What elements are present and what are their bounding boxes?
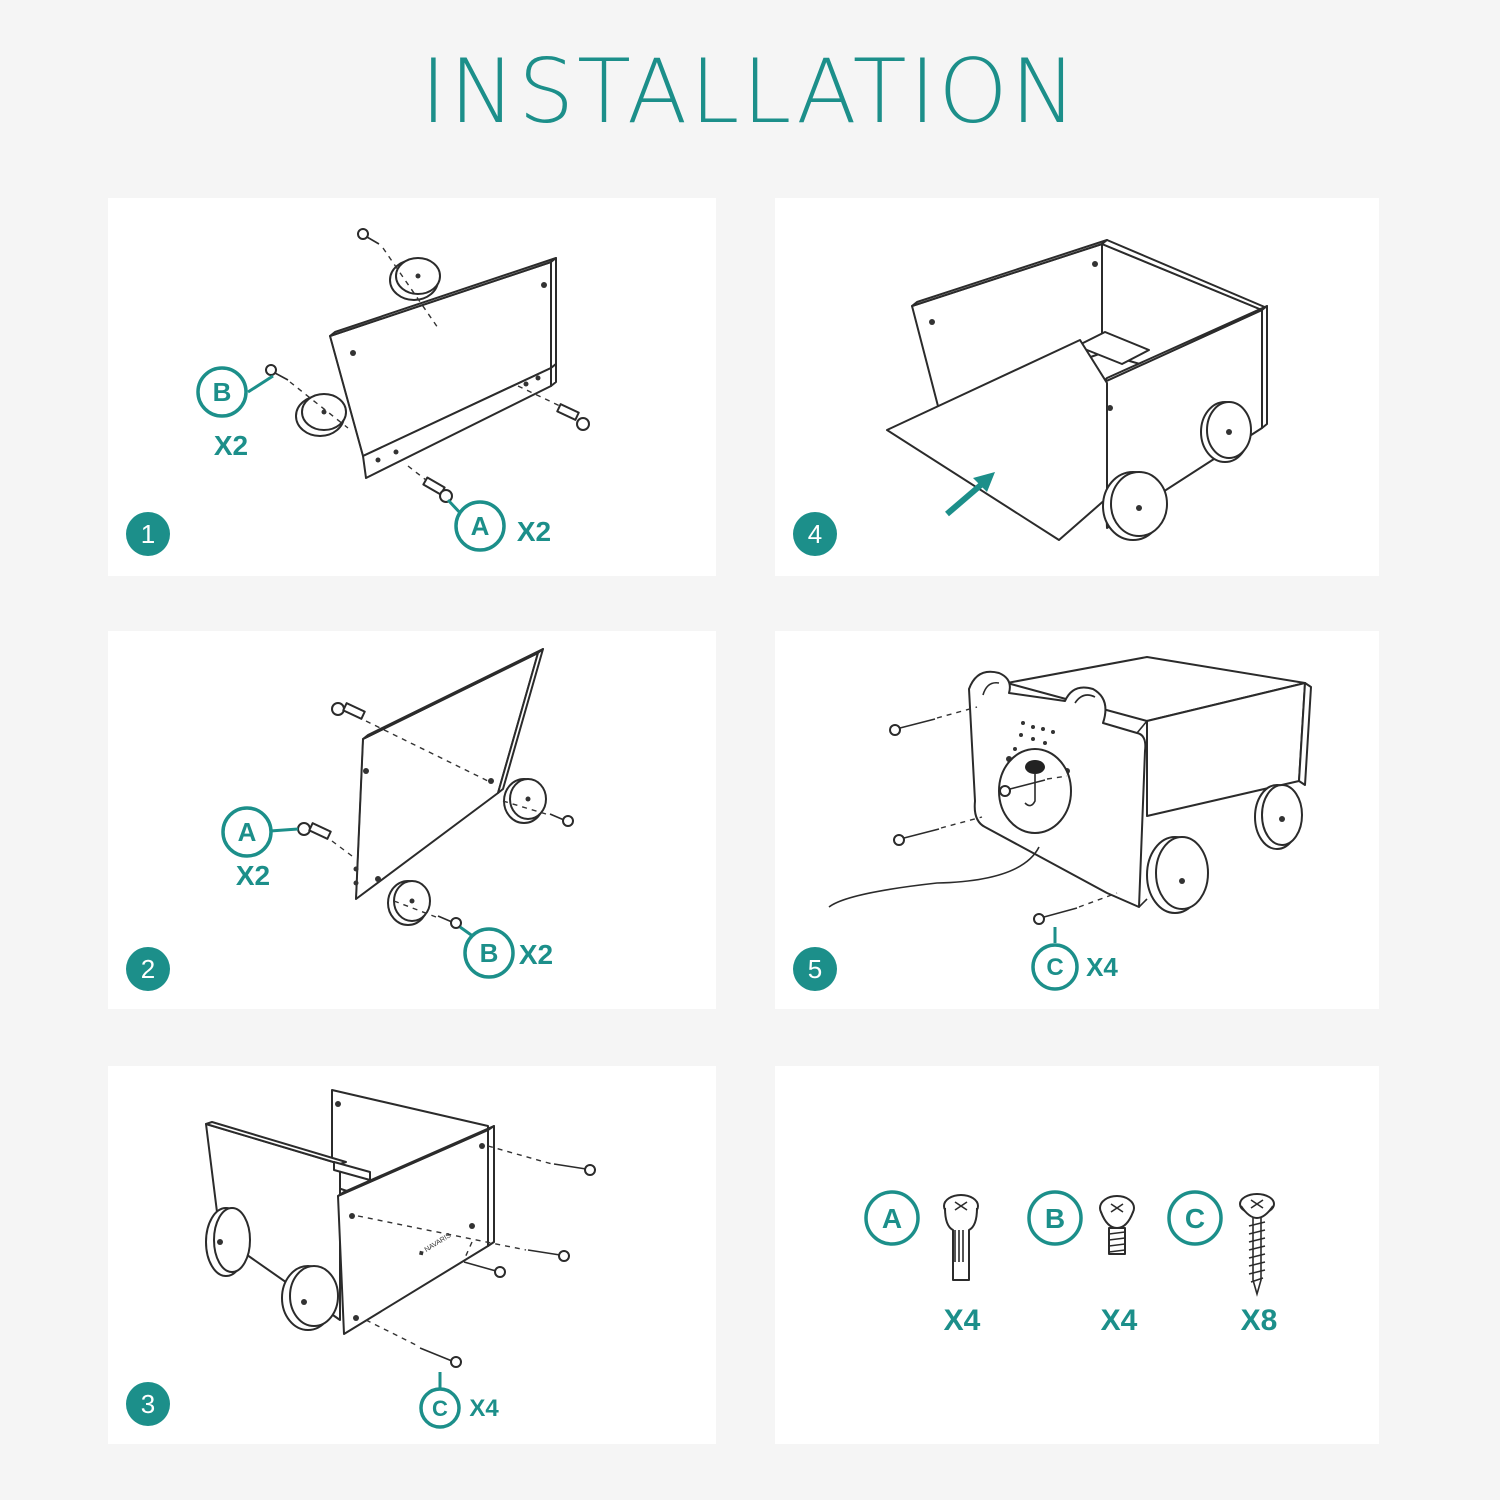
part-a-letter: A <box>882 1203 902 1234</box>
step-1-illustration: B X2 A X2 <box>196 228 590 552</box>
part-a-qty: X4 <box>944 1304 981 1337</box>
part-c-qty: X8 <box>1241 1304 1278 1337</box>
wood-screw-icon <box>1239 1193 1275 1297</box>
pull-rope <box>828 846 1040 908</box>
step-5-illustration: C X4 <box>828 656 1312 991</box>
parts-panel: A X4 B X4 C X8 <box>775 1066 1379 1444</box>
step-number-badge: 1 <box>126 512 170 556</box>
screw-b-left <box>265 364 289 381</box>
label-letter-a: A <box>238 817 257 847</box>
label-qty-b: X2 <box>519 939 553 970</box>
step-number-badge: 2 <box>126 947 170 991</box>
peg-a-bottom <box>422 476 453 503</box>
peg-screw-icon <box>943 1194 979 1281</box>
step-4-panel: 4 <box>775 198 1379 576</box>
part-b-letter: B <box>1045 1203 1065 1234</box>
step-number-badge: 4 <box>793 512 837 556</box>
label-qty-c: X4 <box>469 1395 499 1422</box>
short-screw-icon <box>1099 1195 1135 1255</box>
step-2-illustration: A X2 B X2 <box>221 648 574 979</box>
side-board <box>355 652 539 900</box>
label-letter-a: A <box>471 511 490 541</box>
parts-illustration: A X4 B X4 C X8 <box>864 1190 1278 1337</box>
label-qty-b: X2 <box>214 430 248 461</box>
page-title: INSTALLATION <box>420 40 1080 143</box>
step-number-badge: 3 <box>126 1382 170 1426</box>
label-qty-a: X2 <box>517 516 551 547</box>
step-3-illustration: ◆ NAVARIS C X4 <box>205 1089 596 1429</box>
peg-a-right <box>556 403 590 431</box>
step-1-panel: B X2 A X2 1 <box>108 198 716 576</box>
step-5-panel: C X4 5 <box>775 631 1379 1009</box>
step-2-panel: A X2 B X2 2 <box>108 631 716 1009</box>
label-letter-c: C <box>432 1396 448 1421</box>
step-3-panel: ◆ NAVARIS C X4 3 <box>108 1066 716 1444</box>
label-qty-a: X2 <box>236 860 270 891</box>
label-letter-c: C <box>1046 954 1063 981</box>
step-number-badge: 5 <box>793 947 837 991</box>
label-letter-b: B <box>213 377 232 407</box>
label-letter-b: B <box>480 938 499 968</box>
part-b-qty: X4 <box>1101 1304 1138 1337</box>
screw-b-top <box>357 228 380 245</box>
label-qty-c: X4 <box>1086 952 1118 982</box>
part-c-letter: C <box>1185 1203 1205 1234</box>
step-4-illustration <box>886 239 1268 541</box>
